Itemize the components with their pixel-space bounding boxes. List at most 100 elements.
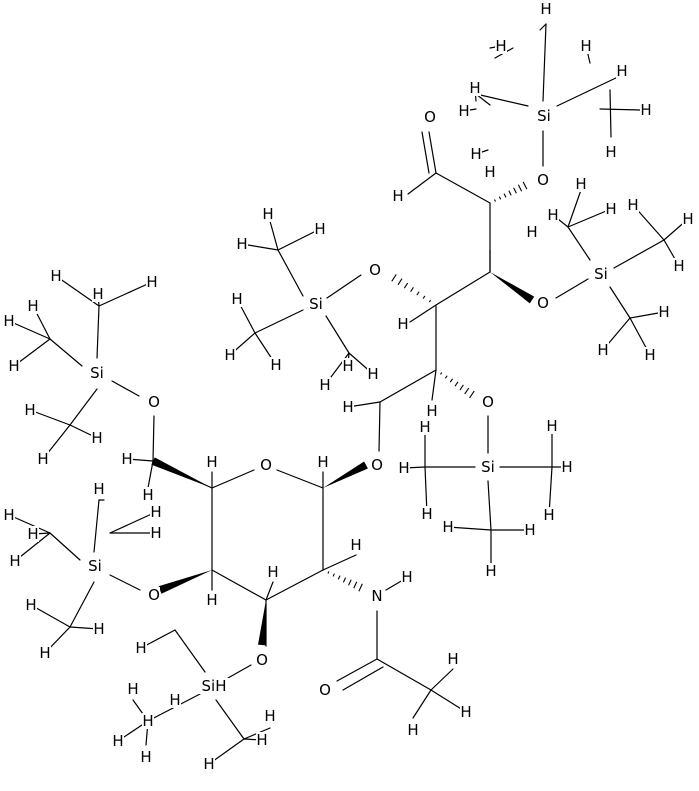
hydrogen-label: H [644,346,655,364]
c6-ring-hydrogen-label: H [121,450,132,468]
hydrogen-label: H [419,418,430,436]
hydrogen-label: H [127,680,138,698]
wedge-bond [490,272,535,304]
label-backdrop [426,403,438,419]
single-bond [539,23,547,31]
hydrogen-label: H [93,480,104,498]
label-backdrop [25,597,37,613]
label-backdrop [424,109,436,125]
single-bond [96,305,100,359]
hydrogen-label: H [682,210,693,228]
label-backdrop [307,296,325,312]
hydrogen-label: H [421,505,432,523]
single-bond [227,664,252,679]
single-bond [555,278,589,299]
hydrogen-label: H [575,175,586,193]
label-backdrop [479,459,497,475]
hydrogen-label: H [24,401,35,419]
single-bond [428,131,437,174]
label-backdrop [142,487,154,503]
label-backdrop [146,274,158,290]
label-backdrop [540,1,552,17]
single-bond [55,275,100,307]
single-bond [147,460,154,489]
c6-ring-silicon-label: Si [90,364,104,382]
single-bond [109,574,141,591]
wedge-bond [258,600,266,646]
label-backdrop [350,537,362,553]
label-backdrop [392,188,404,204]
hydrogen-label: H [27,525,38,543]
label-backdrop [121,451,133,467]
c4-ring-hydrogen-label: H [206,591,217,609]
hash-stroke [358,583,363,592]
single-bond [69,388,98,426]
amide-hydrogen-label: H [401,568,412,586]
label-backdrop [50,268,62,284]
hydrogen-label: H [27,297,38,315]
label-backdrop [342,399,354,415]
hydrogen-label: H [495,37,506,55]
hydrogen-label: H [25,596,36,614]
hydrogen-label: H [547,206,558,224]
c4-ring-silicon-label: Si [88,557,102,575]
label-backdrop [605,201,617,217]
hydrogen-label: H [270,356,281,374]
label-backdrop [93,621,105,637]
ring-oxygen-label: O [260,456,272,474]
label-backdrop [203,756,215,772]
single-bond [111,380,140,397]
single-bond [567,208,612,228]
label-backdrop [39,645,51,661]
label-backdrop [605,144,617,160]
wedge-bond-layer [151,272,535,646]
hash-stroke [348,579,352,586]
hash-stroke [522,181,528,190]
label-backdrop [37,451,49,467]
hydrogen-label: H [224,346,235,364]
hydrogen-label: H [546,417,557,435]
hydrogen-label: H [524,521,535,539]
single-bond [326,274,362,299]
label-backdrop [264,708,276,724]
label-backdrop [27,526,39,542]
hydrogen-label: H [398,459,409,477]
label-backdrop [673,258,685,274]
label-backdrop [369,262,381,278]
single-bond [378,401,381,452]
label-backdrop [93,481,105,497]
label-backdrop [224,347,236,363]
single-bond [93,499,100,553]
hydrogen-label: H [442,518,453,536]
c4-ring-oxygen-label: O [148,586,160,604]
hydrogen-label: H [367,365,378,383]
amide-nitrogen-label: N [371,587,382,605]
single-bond [407,172,437,195]
hydrogen-label: H [407,721,418,739]
single-bond [276,469,324,489]
single-bond [609,286,631,319]
hash-stroke [403,282,409,289]
single-bond [487,480,492,531]
hydrogen-label: H [470,145,481,163]
hydrogen-label: H [597,341,608,359]
label-backdrop [267,564,279,580]
bond-layer [8,1,689,765]
label-backdrop [319,377,331,393]
label-backdrop [9,553,21,569]
single-bond [421,131,430,174]
hashed-wedge-bond [391,274,432,303]
c3-oxygen-label: O [537,294,549,312]
label-backdrop [485,563,497,579]
c3-hydrogen-label: H [526,223,537,241]
label-backdrop [135,640,147,656]
hydrogen-label: H [658,303,669,321]
hydrogen-label: H [616,62,627,80]
label-backdrop [592,266,610,282]
hydrogen-label: H [627,196,638,214]
single-bond [211,569,267,601]
label-backdrop [458,103,470,119]
label-backdrop [8,358,20,374]
label-backdrop [27,298,39,314]
c3-ring-hydrogen-label: H [267,563,278,581]
